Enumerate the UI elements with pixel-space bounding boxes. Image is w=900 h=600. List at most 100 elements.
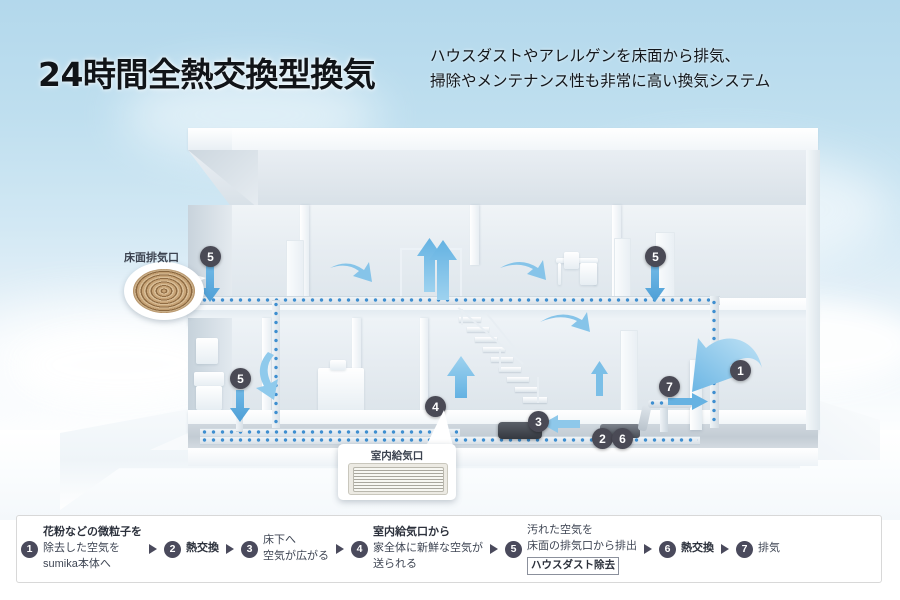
duct-airflow-dots <box>650 399 688 407</box>
legend-item-text: 熱交換 <box>186 541 219 557</box>
supply-grille-louvers <box>353 467 444 492</box>
stair-step <box>491 357 513 362</box>
legend-item-7[interactable]: 7 排気 <box>736 540 780 558</box>
legend-text-line: 熱交換 <box>681 542 714 555</box>
legend-text-line: sumika本体へ <box>43 557 111 570</box>
duct-riser-exterior <box>660 408 668 432</box>
legend-item-6[interactable]: 6 熱交換 <box>659 540 714 558</box>
legend-item-4[interactable]: 4 室内給気口から家全体に新鮮な空気が送られる <box>351 525 483 573</box>
cloud-shape <box>20 330 220 400</box>
exterior-exhaust-post <box>690 360 702 430</box>
diagram-badge-5-lower-left[interactable]: 5 <box>230 368 251 389</box>
window-frame <box>400 248 462 302</box>
stair-step <box>467 327 489 332</box>
legend-item-text: 床下へ空気が広がる <box>263 533 329 565</box>
staircase <box>455 307 550 407</box>
legend-text-line: 排気 <box>758 542 780 555</box>
legend-step-arrow-icon <box>721 544 729 554</box>
roof-slab <box>188 128 818 150</box>
vanity-cabinet <box>196 386 222 410</box>
callout-label-floor-exhaust: 床面排気口 <box>124 252 179 264</box>
floor-exhaust-vent-photo <box>124 262 204 320</box>
legend-step-arrow-icon <box>149 544 157 554</box>
page-title: 24時間全熱交換型換気 <box>38 55 376 94</box>
diagram-badge-7[interactable]: 7 <box>659 376 680 397</box>
legend-step-arrow-icon <box>490 544 498 554</box>
stair-step <box>499 367 521 372</box>
duct-airflow-dots <box>202 296 718 304</box>
legend-text-line: 汚れた空気を <box>527 524 593 537</box>
partition-wall <box>300 205 309 309</box>
subtitle-line-2: 掃除やメンテナンス性も非常に高い換気システム <box>430 73 771 91</box>
legend-number-badge: 4 <box>351 540 368 558</box>
diagram-badge-4[interactable]: 4 <box>425 396 446 417</box>
legend-number-badge: 5 <box>505 540 522 558</box>
duct-airflow-dots <box>272 302 280 426</box>
supply-grille-frame <box>348 463 448 495</box>
diagram-badge-5-upper-right[interactable]: 5 <box>645 246 666 267</box>
wood-vent-disc <box>133 269 195 313</box>
desk-drawer-unit <box>580 263 597 285</box>
stair-step <box>515 387 537 392</box>
diagram-badge-2[interactable]: 2 <box>592 428 613 449</box>
legend-text-line: 熱交換 <box>186 542 219 555</box>
partition-wall <box>352 318 361 414</box>
legend-step-arrow-icon <box>226 544 234 554</box>
legend-item-text: 排気 <box>758 541 780 557</box>
legend-item-5[interactable]: 5 汚れた空気を床面の排気口から排出ハウスダスト除去 <box>505 523 637 575</box>
subtitle-line-1: ハウスダストやアレルゲンを床面から排気、 <box>430 48 741 65</box>
legend-text-line: 家全体に新鮮な空気が <box>373 542 483 555</box>
legend-text-line: 送られる <box>373 557 417 570</box>
stair-landing <box>523 397 547 403</box>
legend-item-text: 熱交換 <box>681 541 714 557</box>
legend-text-line: 床下へ <box>263 534 296 547</box>
legend-number-badge: 3 <box>241 540 258 558</box>
legend-text-line: 除去した空気を <box>43 542 120 555</box>
legend-step-arrow-icon <box>644 544 652 554</box>
legend-text-line: 空気が広がる <box>263 550 329 562</box>
stair-step <box>483 347 505 352</box>
interior-door <box>620 330 638 412</box>
desk-leg <box>558 263 561 285</box>
diagram-badge-5-upper-left[interactable]: 5 <box>200 246 221 267</box>
legend-text-line: 床面の排気口から排出 <box>527 540 637 553</box>
callout-label-indoor-supply: 室内給気口 <box>370 450 424 462</box>
attic-ceiling <box>188 150 818 208</box>
legend-item-text: 汚れた空気を床面の排気口から排出ハウスダスト除去 <box>527 523 637 575</box>
roof-side-face <box>188 128 232 150</box>
legend-text-line: 花粉などの微粒子を <box>43 526 142 539</box>
duct-airflow-dots <box>202 428 458 436</box>
stair-rail-post <box>537 377 539 403</box>
partition-wall <box>262 318 271 414</box>
second-floor-back-wall <box>230 205 818 310</box>
bathtub <box>318 368 364 412</box>
indoor-supply-vent-callout: 室内給気口 <box>338 444 456 500</box>
mirror-cabinet <box>196 338 218 364</box>
stair-step <box>507 377 529 382</box>
house-cutaway-illustration: 5 5 5 4 3 2 6 7 1 床面排気口 室内給気口 <box>60 128 880 510</box>
legend-text-line: 室内給気口から <box>373 526 450 539</box>
legend-item-3[interactable]: 3 床下へ空気が広がる <box>241 533 329 565</box>
partition-wall <box>470 205 479 265</box>
right-exterior-wall <box>806 150 820 430</box>
partition-wall <box>420 318 428 414</box>
duct-drop-left <box>236 412 243 432</box>
duct-airflow-dots <box>710 300 718 426</box>
legend-number-badge: 2 <box>164 540 181 558</box>
legend-step-arrow-icon <box>336 544 344 554</box>
legend-number-badge: 6 <box>659 540 676 558</box>
page-subtitle: ハウスダストやアレルゲンを床面から排気、 掃除やメンテナンス性も非常に高い換気シ… <box>430 44 770 94</box>
legend-item-2[interactable]: 2 熱交換 <box>164 540 219 558</box>
washbasin <box>194 372 224 386</box>
stair-rail-post <box>461 309 463 325</box>
bathtub-faucet <box>330 360 346 370</box>
diagram-badge-1[interactable]: 1 <box>730 360 751 381</box>
legend-highlight-tag: ハウスダスト除去 <box>527 557 619 575</box>
stair-rail-post <box>499 349 501 371</box>
diagram-badge-3[interactable]: 3 <box>528 411 549 432</box>
diagram-badge-6[interactable]: 6 <box>612 428 633 449</box>
legend-number-badge: 7 <box>736 540 753 558</box>
